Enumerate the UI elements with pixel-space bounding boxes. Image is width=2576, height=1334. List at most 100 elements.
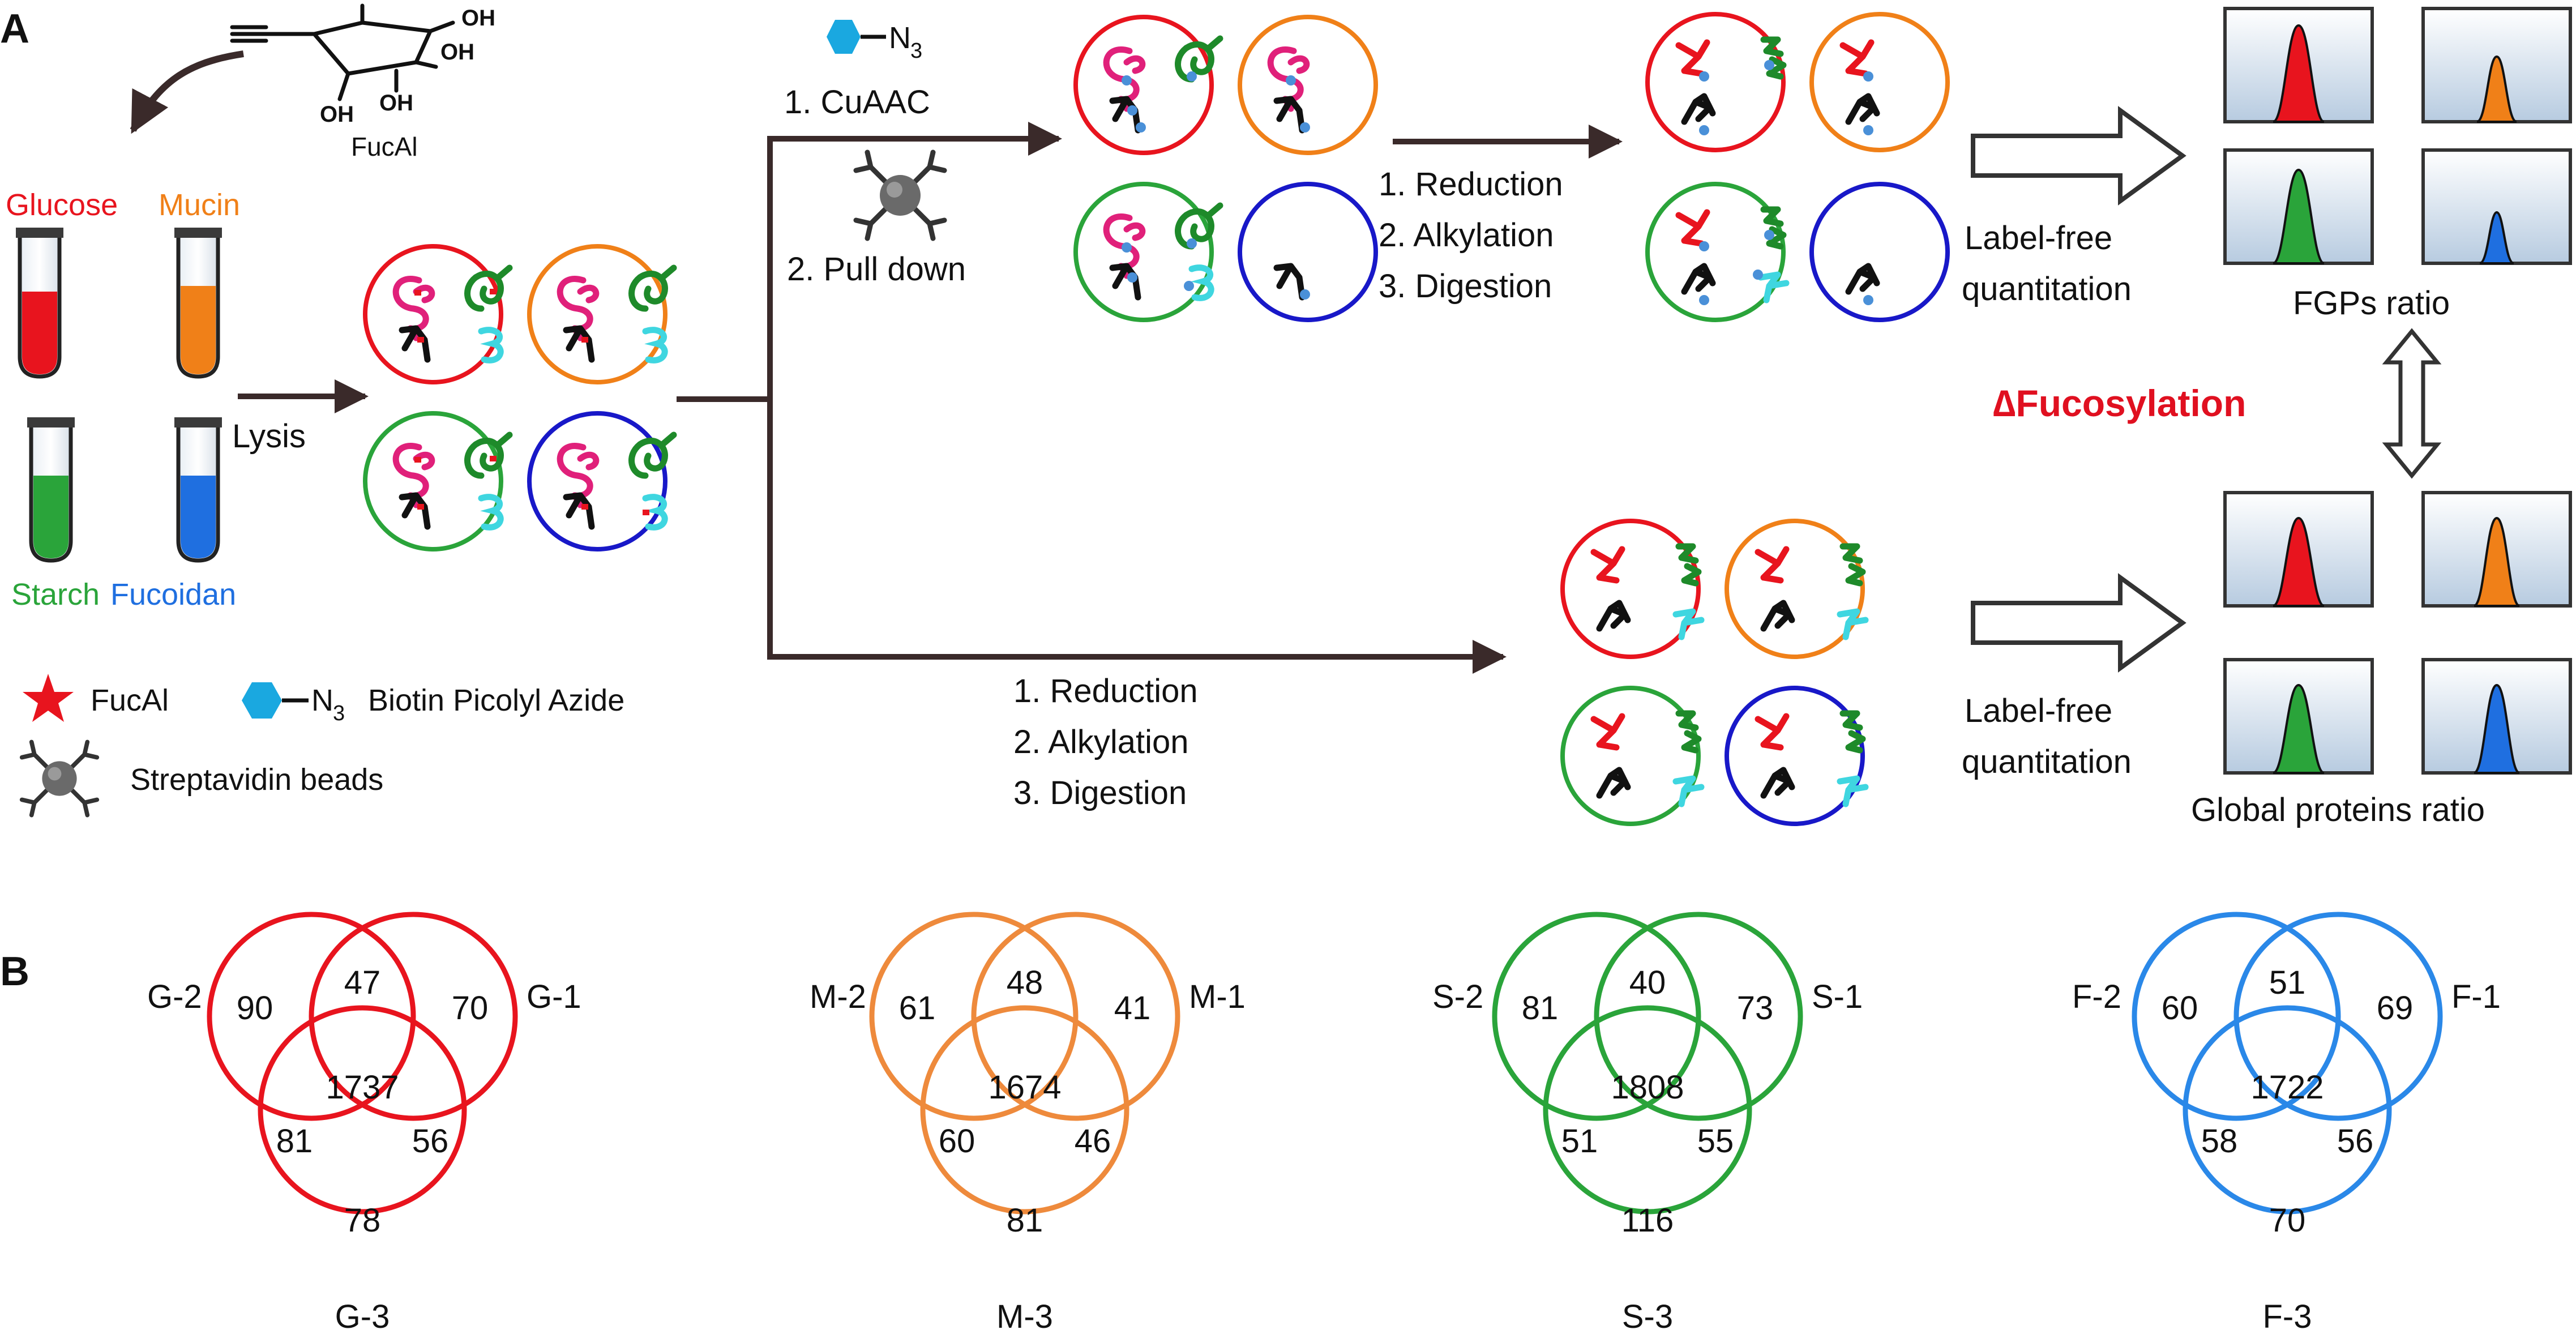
- reduction-top: 1. Reduction: [1379, 166, 1563, 203]
- venn-label-left: G-2: [147, 978, 202, 1015]
- reduction-bottom: 1. Reduction: [1013, 673, 1198, 709]
- venn-count-2-3: 81: [276, 1123, 313, 1160]
- tube-starch: [27, 417, 75, 563]
- fucal-structure: [230, 3, 455, 101]
- digestion-top: 3. Digestion: [1379, 268, 1552, 305]
- legend-bead-icon: [22, 742, 97, 815]
- venn-count-only-2: 90: [237, 990, 273, 1027]
- tube-mucin: [174, 228, 222, 379]
- lfq-bottom-1: Label-free: [1965, 692, 2112, 729]
- azide-hexagon-icon: [827, 20, 861, 54]
- venn-circle: [258, 1005, 467, 1215]
- pulldown-label: 2. Pull down: [787, 251, 966, 288]
- venn-count-1-3: 56: [412, 1123, 449, 1160]
- curved-arrow: [130, 50, 244, 134]
- sugar-oh-3: OH: [379, 91, 413, 116]
- venn-circle: [1492, 912, 1701, 1121]
- venn-count-2-3: 60: [939, 1123, 975, 1160]
- venn-count-only-2: 60: [2162, 990, 2198, 1027]
- fgps-plots: [2223, 7, 2572, 265]
- venn-label-left: F-2: [2072, 978, 2121, 1015]
- venn-label-right: S-1: [1812, 978, 1863, 1015]
- panel-label-b: B: [0, 949, 29, 994]
- legend-azide-sub: 3: [333, 702, 345, 725]
- tube-glucose: [16, 228, 63, 379]
- venn-count-1-2: 47: [344, 964, 381, 1001]
- enriched-group: [1073, 15, 1378, 322]
- venn-count-center: 1674: [988, 1069, 1061, 1106]
- lysate-group: [363, 244, 674, 551]
- lysis-label: Lysis: [232, 418, 306, 455]
- venn-count-1-2: 48: [1007, 964, 1043, 1001]
- fgps-ratio-label: FGPs ratio: [2293, 285, 2450, 322]
- venn-label-left: S-2: [1432, 978, 1483, 1015]
- tube-fucoidan: [174, 417, 222, 563]
- cuaac-n-sub: 3: [910, 39, 922, 63]
- delta-fucosylation: ∆Fucosylation: [1993, 382, 2246, 424]
- streptavidin-bead-icon: [856, 152, 944, 238]
- venn-circle: [2233, 912, 2443, 1121]
- sugar-name: FucAl: [351, 132, 418, 161]
- venn-circle: [1594, 912, 1803, 1121]
- venn-count-only-2: 61: [899, 990, 936, 1027]
- double-arrow: [2382, 328, 2442, 479]
- legend-fucal: FucAl: [91, 683, 169, 717]
- cuaac-label: 1. CuAAC: [784, 84, 930, 121]
- tube-label-glucose: Glucose: [6, 188, 118, 222]
- lfq-top-1: Label-free: [1965, 220, 2112, 256]
- lfq-bottom-2: quantitation: [1962, 743, 2132, 780]
- legend-azide-icon: [242, 682, 282, 719]
- venn-circle: [2183, 1005, 2392, 1215]
- hollow-arrow-top: [1971, 106, 2186, 206]
- venn-label-bottom: G-3: [335, 1298, 390, 1334]
- venn-count-only-1: 73: [1737, 990, 1774, 1027]
- digestion-bottom: 3. Digestion: [1013, 775, 1187, 811]
- venn-count-center: 1737: [326, 1069, 399, 1106]
- hollow-arrow-bottom: [1971, 573, 2186, 673]
- venn-count-1-3: 55: [1697, 1123, 1734, 1160]
- venn-count-only-1: 69: [2377, 990, 2414, 1027]
- digested-global-group: [1560, 519, 1865, 826]
- venn-circle: [869, 912, 1079, 1121]
- sugar-oh-4: OH: [320, 102, 354, 127]
- global-plots: [2223, 491, 2572, 775]
- venn-count-only-1: 70: [452, 990, 489, 1027]
- alkylation-bottom: 2. Alkylation: [1013, 724, 1189, 760]
- venn-count-1-3: 56: [2337, 1123, 2374, 1160]
- venn-circle: [309, 912, 518, 1121]
- venn-count-2-3: 51: [1561, 1123, 1598, 1160]
- lfq-top-2: quantitation: [1962, 271, 2132, 307]
- venn-count-1-3: 46: [1075, 1123, 1111, 1160]
- venn-count-only-3: 78: [344, 1202, 381, 1239]
- venn-count-only-3: 70: [2269, 1202, 2306, 1239]
- alkylation-top: 2. Alkylation: [1379, 217, 1554, 254]
- tube-label-fucoidan: Fucoidan: [110, 578, 236, 612]
- venn-circle: [2132, 912, 2341, 1121]
- venn-circle: [971, 912, 1180, 1121]
- venn-circle: [207, 912, 416, 1121]
- fucal-star-icon: [23, 674, 74, 722]
- venn-count-center: 1722: [2250, 1069, 2323, 1106]
- global-ratio-label: Global proteins ratio: [2191, 792, 2485, 828]
- venn-label-bottom: F-3: [2263, 1298, 2312, 1334]
- panel-label-a: A: [0, 6, 29, 52]
- venn-count-only-2: 81: [1522, 990, 1559, 1027]
- venn-label-bottom: S-3: [1622, 1298, 1673, 1334]
- legend-azide-n: N: [311, 683, 333, 717]
- venn-label-right: M-1: [1189, 978, 1246, 1015]
- venn-circle: [1543, 1005, 1752, 1215]
- sugar-oh-1: OH: [461, 6, 495, 31]
- digested-enriched-group: [1645, 12, 1950, 322]
- legend-beads: Streptavidin beads: [130, 763, 383, 797]
- venn-circle: [920, 1005, 1129, 1215]
- venn-count-center: 1808: [1611, 1069, 1684, 1106]
- venn-label-left: M-2: [810, 978, 866, 1015]
- legend-azide: Biotin Picolyl Azide: [368, 683, 624, 717]
- venn-count-2-3: 58: [2201, 1123, 2238, 1160]
